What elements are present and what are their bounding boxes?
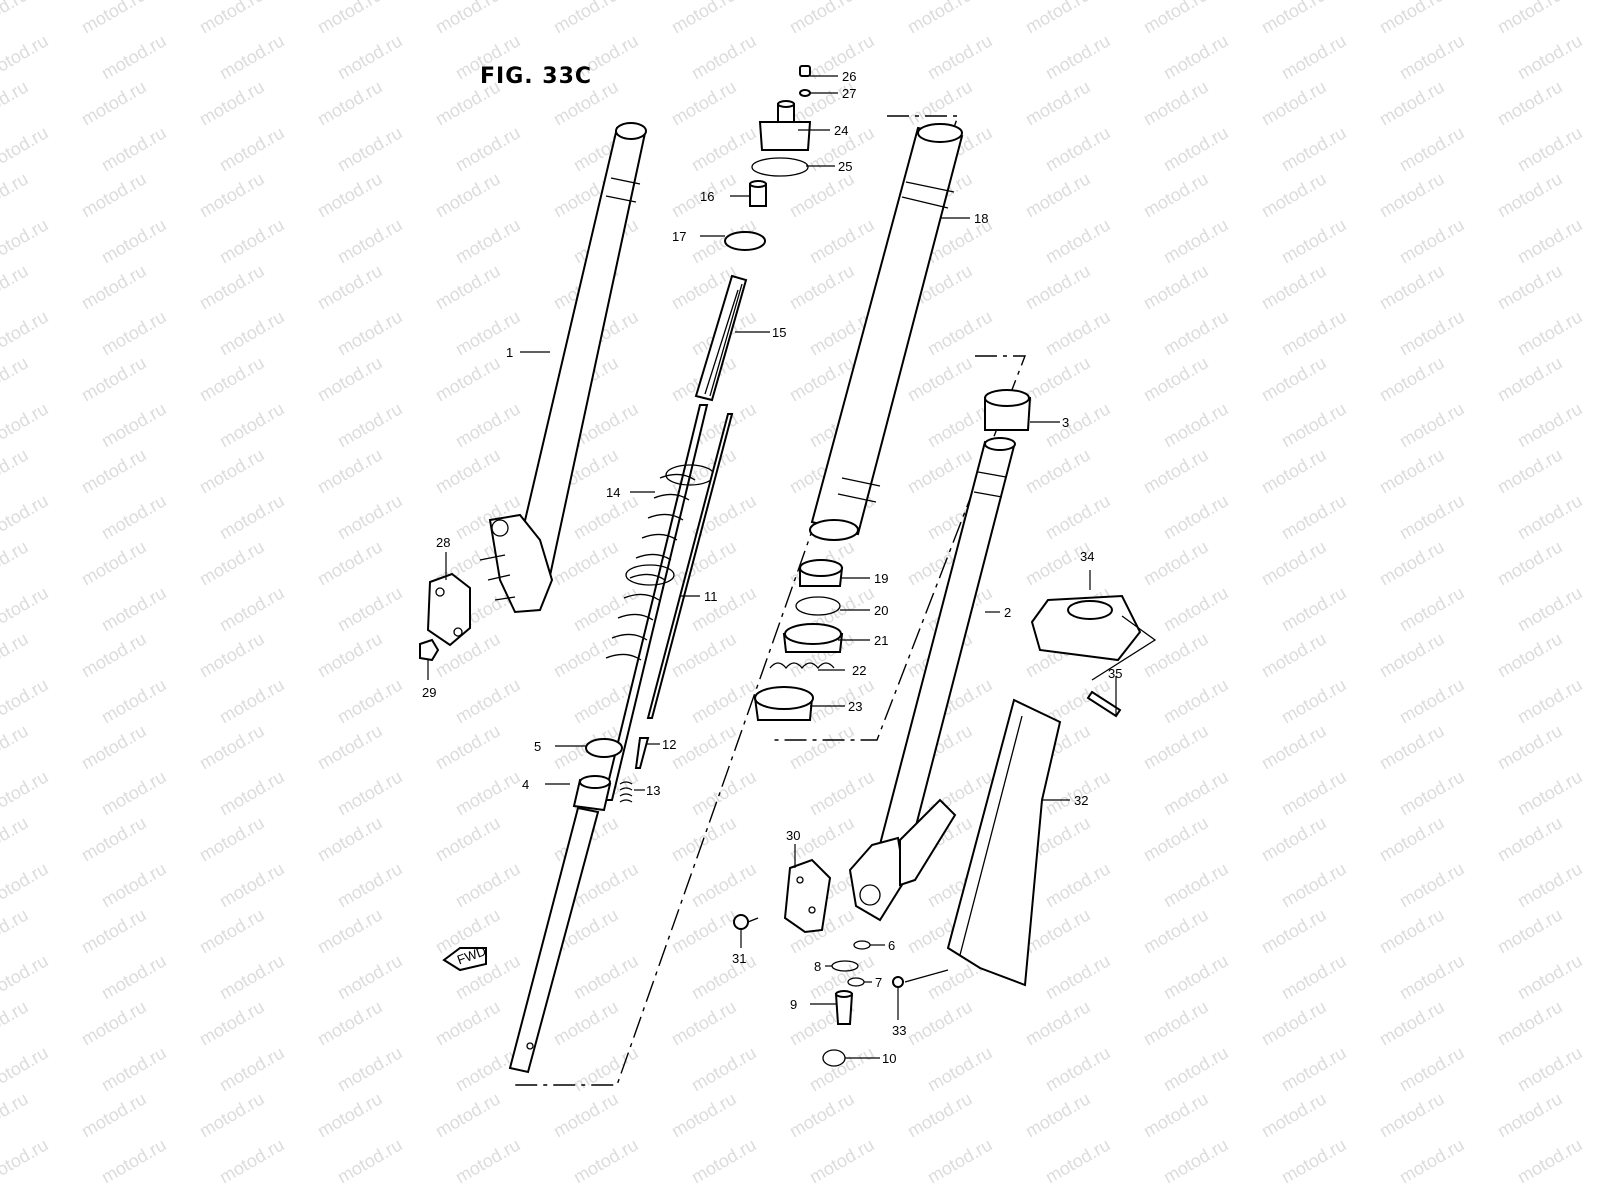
callout-26: 26: [842, 69, 856, 84]
part-3-bushing: [984, 389, 1032, 431]
part-8-gasket: [831, 960, 859, 972]
part-7-washer: [847, 977, 865, 987]
part-26-screw: [799, 65, 811, 77]
part-4-seal: [572, 775, 612, 812]
assembly-outline-left: [513, 115, 959, 1086]
part-14-spring-rod: [602, 404, 715, 801]
part-30-axle-holder: [783, 858, 832, 934]
part-24-cap-bolt: [758, 100, 812, 151]
callout-16: 16: [700, 189, 714, 204]
callout-1: 1: [506, 345, 513, 360]
part-32-fork-guard: [946, 698, 1062, 987]
part-1-outer-tube: [479, 122, 647, 614]
part-27-washer: [799, 89, 811, 97]
callout-35: 35: [1108, 666, 1122, 681]
callout-33: 33: [892, 1023, 906, 1038]
part-2-outer-tube: [848, 437, 1016, 922]
part-13-spring: [619, 781, 633, 803]
part-28-axle-holder: [426, 572, 471, 647]
part-22-stopper-ring: [769, 662, 835, 670]
callout-23: 23: [848, 699, 862, 714]
callout-17: 17: [672, 229, 686, 244]
callout-32: 32: [1074, 793, 1088, 808]
part-23-dust-seal: [753, 686, 814, 721]
callout-15: 15: [772, 325, 786, 340]
callout-10: 10: [882, 1051, 896, 1066]
callout-7: 7: [875, 975, 882, 990]
fwd-direction-arrow: [442, 947, 487, 972]
callout-6: 6: [888, 938, 895, 953]
part-16-spacer: [749, 180, 767, 207]
part-35-bolt: [1086, 690, 1122, 718]
callout-4: 4: [522, 777, 529, 792]
callout-13: 13: [646, 783, 660, 798]
callout-19: 19: [874, 571, 888, 586]
part-25-o-ring: [751, 157, 809, 177]
callout-27: 27: [842, 86, 856, 101]
callout-14: 14: [606, 485, 620, 500]
callout-21: 21: [874, 633, 888, 648]
callout-25: 25: [838, 159, 852, 174]
callout-9: 9: [790, 997, 797, 1012]
callout-31: 31: [732, 951, 746, 966]
callout-30: 30: [786, 828, 800, 843]
part-29-nut: [419, 638, 440, 662]
callout-labels: 1 2 3 4 5 6 7 8 9 10 11 12 13 14 15 16 1…: [422, 69, 1122, 1066]
callout-20: 20: [874, 603, 888, 618]
part-18-inner-tube: [809, 123, 964, 541]
part-17-seat: [724, 231, 766, 251]
callout-3: 3: [1062, 415, 1069, 430]
callout-28: 28: [436, 535, 450, 550]
part-15-cylinder: [694, 274, 748, 402]
part-31-bolt: [733, 914, 759, 930]
part-6-gasket: [853, 940, 871, 950]
callout-24: 24: [834, 123, 848, 138]
part-11-rod: [646, 413, 734, 719]
assembly-outline-right: [773, 355, 1027, 741]
part-5-seal: [585, 738, 623, 758]
callout-22: 22: [852, 663, 866, 678]
part-21-oil-seal: [782, 623, 844, 653]
callout-18: 18: [974, 211, 988, 226]
part-lower-tube: [508, 806, 600, 1074]
part-10-gasket: [822, 1049, 846, 1067]
part-34-guide-bracket: [1030, 594, 1157, 681]
part-19-bushing: [799, 559, 844, 587]
callout-8: 8: [814, 959, 821, 974]
part-12-pin: [634, 737, 650, 769]
callout-2: 2: [1004, 605, 1011, 620]
part-20-washer: [795, 596, 841, 616]
figure-title: FIG. 33C: [480, 64, 593, 89]
callout-5: 5: [534, 739, 541, 754]
part-9-drain-bolt: [834, 990, 854, 1025]
leader-lines: [427, 75, 1117, 1059]
callout-34: 34: [1080, 549, 1094, 564]
callout-29: 29: [422, 685, 436, 700]
callout-12: 12: [662, 737, 676, 752]
callout-11: 11: [704, 589, 718, 604]
part-33-screw: [892, 976, 904, 988]
